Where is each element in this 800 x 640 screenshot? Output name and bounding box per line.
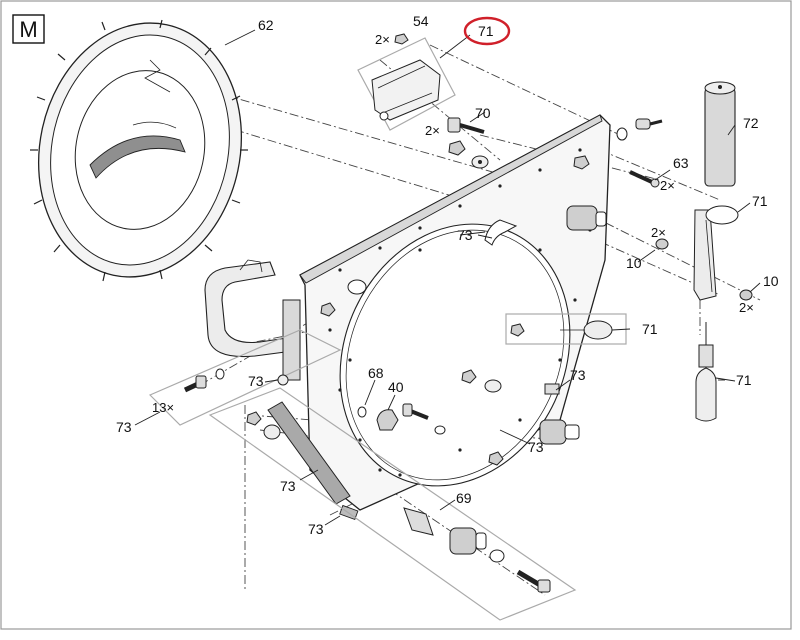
sensor-71-mid (510, 320, 613, 340)
bracket-71-right (693, 205, 739, 301)
callout-73-b: 73 (248, 373, 264, 389)
callout-73-c: 73 (528, 439, 544, 455)
callout-10-right-qty: 2× (739, 300, 754, 315)
screw-63 (573, 155, 660, 188)
gear-upper (566, 205, 607, 231)
callout-63: 63 (673, 155, 689, 171)
callout-73-d: 73 (280, 478, 296, 494)
cover-ring-62 (30, 19, 248, 282)
group-box-13-screws (148, 329, 342, 426)
screw-70 (447, 117, 485, 134)
callout-73-e: 73 (308, 521, 324, 537)
hardware-center (357, 369, 580, 466)
callout-71-mid: 71 (642, 321, 658, 337)
section-letter-box (12, 14, 45, 44)
callout-40: 40 (388, 379, 404, 395)
section-letter: M (19, 17, 37, 42)
callout-54-qty: 2× (375, 32, 390, 47)
highlight-circle-71 (463, 16, 511, 46)
callout-68: 68 (368, 365, 384, 381)
group-box-69 (208, 387, 577, 621)
callout-10-right: 10 (763, 273, 779, 289)
callout-10-left-qty: 2× (651, 225, 666, 240)
washers-right (655, 238, 753, 301)
leader-lines (134, 29, 761, 526)
light-tube-72 (704, 81, 736, 187)
callout-10-left: 10 (626, 255, 642, 271)
part-71-clip-top (371, 59, 441, 121)
callout-70-qty: 2× (425, 123, 440, 138)
callout-70: 70 (475, 105, 491, 121)
callout-63-qty: 2× (660, 178, 675, 193)
callout-72: 72 (743, 115, 759, 131)
callout-71-bracket: 71 (752, 193, 768, 209)
callout-71-top: 71 (478, 23, 494, 39)
callout-73-panel: 73 (457, 227, 473, 243)
sensor-71-probe (695, 322, 717, 422)
callout-71-sensor: 71 (736, 372, 752, 388)
washers-upper (448, 118, 663, 169)
callout-62: 62 (258, 17, 274, 33)
callout-73-f: 73 (116, 419, 132, 435)
nut-54 (394, 33, 409, 45)
assembly-69 (246, 411, 551, 593)
callout-73-a: 73 (570, 367, 586, 383)
callout-labels: 62 2× 54 71 2× 70 72 63 2× 73 71 2× 10 1… (116, 13, 779, 537)
callout-69: 69 (456, 490, 472, 506)
screws-13 (183, 302, 336, 393)
callout-13-qty: 13× (152, 400, 174, 415)
callout-54: 54 (413, 13, 429, 29)
